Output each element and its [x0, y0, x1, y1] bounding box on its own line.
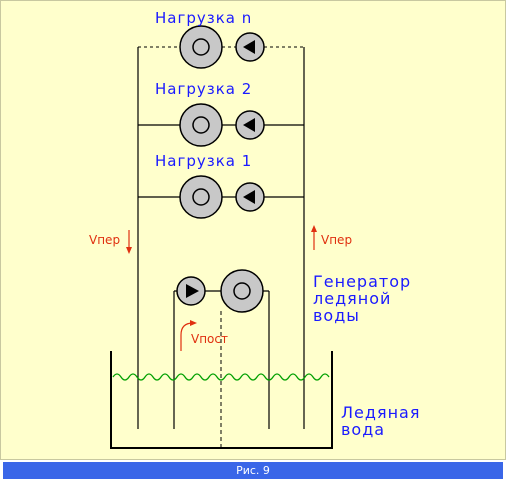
- supply-flow-arrow: [126, 230, 132, 254]
- load-n-unit: [179, 25, 265, 69]
- recirc-flow-arrow: [180, 320, 197, 351]
- ice-water-tank: [110, 351, 333, 449]
- return-flow-arrow: [311, 225, 317, 250]
- load-n-label: Нагрузка n: [155, 9, 253, 27]
- generator-unit: [176, 269, 264, 313]
- load-2-label: Нагрузка 2: [155, 80, 253, 98]
- tank-label: Ледяная вода: [341, 403, 421, 439]
- load-1-label: Нагрузка 1: [155, 152, 253, 170]
- generator-loop: [173, 290, 270, 448]
- schematic: [110, 25, 333, 449]
- water-surface: [112, 373, 330, 381]
- supply-flow-label: Vпер: [89, 233, 121, 247]
- recirc-flow-label: Vпост: [191, 332, 228, 346]
- load-2-unit: [179, 103, 265, 147]
- diagram-canvas: Нагрузка n Нагрузка 2 Нагрузка 1 Vпер Vп…: [0, 0, 506, 460]
- return-flow-label: Vпер: [321, 233, 353, 247]
- generator-label: Генератор ледяной воды: [313, 272, 412, 325]
- figure-caption: Рис. 9: [3, 462, 503, 479]
- load-1-unit: [179, 175, 265, 219]
